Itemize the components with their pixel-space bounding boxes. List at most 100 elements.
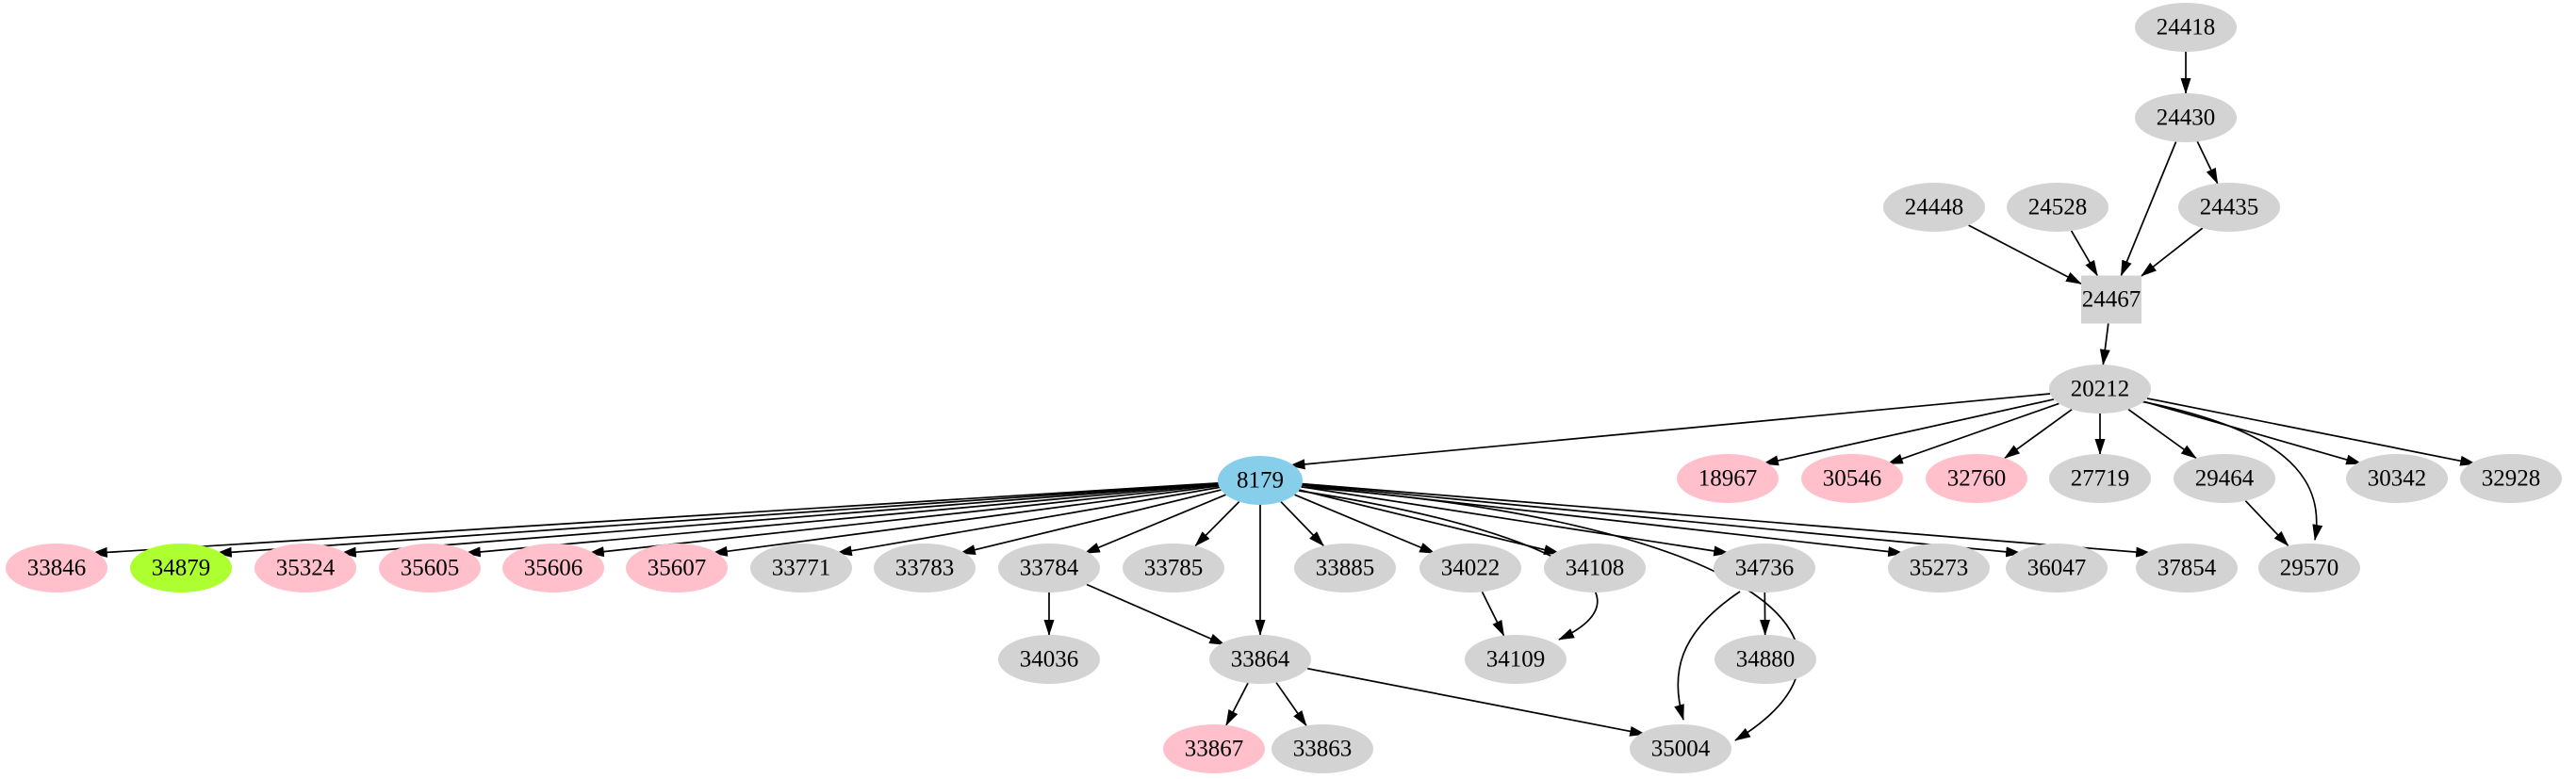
- node-label: 24448: [1905, 195, 1964, 220]
- node-24430: 24430: [2135, 93, 2237, 142]
- edge-24430-24467: [2120, 141, 2177, 277]
- node-shape: [130, 544, 232, 592]
- edge-8179-33783: [959, 489, 1222, 555]
- node-label: 35606: [524, 556, 583, 581]
- node-shape: [1544, 544, 1646, 592]
- node-label: 33867: [1185, 737, 1244, 762]
- node-shape: [1677, 454, 1779, 503]
- node-label: 30546: [1823, 466, 1882, 492]
- node-label: 34879: [152, 556, 211, 581]
- node-shape: [1714, 544, 1815, 592]
- node-shape: [2178, 183, 2280, 232]
- edge-33864-33867: [1225, 682, 1249, 726]
- node-shape: [1294, 544, 1396, 592]
- node-shape: [254, 544, 356, 592]
- edge-34022-34109: [1481, 591, 1505, 637]
- node-shape: [1715, 635, 1816, 684]
- node-shape: [2346, 454, 2448, 503]
- edge-20212-18967: [1762, 398, 2055, 466]
- edge-8179-33771: [835, 486, 1221, 557]
- node-label: 35605: [401, 556, 460, 581]
- edge-29464-29570: [2244, 500, 2289, 547]
- edge-8179-33785: [1194, 501, 1240, 547]
- node-shape: [1272, 724, 1373, 773]
- node-shape: [1218, 456, 1303, 505]
- node-label: 34022: [1441, 556, 1501, 581]
- edge-20212-29570: [2135, 399, 2323, 541]
- edge-8179-35606: [587, 483, 1219, 558]
- node-label: 32760: [1947, 466, 2007, 492]
- node-24418: 24418: [2135, 3, 2237, 52]
- node-shape: [2007, 183, 2108, 232]
- node-label: 33863: [1293, 737, 1353, 762]
- node-shape: [1209, 635, 1311, 684]
- node-shape: [1801, 454, 1903, 503]
- edge-8179-34022: [1294, 494, 1436, 555]
- node-shape: [2049, 454, 2151, 503]
- edge-8179-34736: [1301, 485, 1731, 557]
- node-shape: [2135, 93, 2237, 142]
- node-shape: [874, 544, 976, 592]
- node-32760: 32760: [1926, 454, 2027, 503]
- node-33785: 33785: [1123, 544, 1224, 592]
- node-34109: 34109: [1465, 635, 1567, 684]
- node-shape: [2174, 454, 2275, 503]
- node-label: 8179: [1237, 468, 1284, 494]
- node-shape: [2258, 544, 2360, 592]
- node-label: 33771: [772, 556, 831, 581]
- node-label: 34036: [1020, 647, 1079, 673]
- node-34036: 34036: [998, 635, 1100, 684]
- node-33863: 33863: [1272, 724, 1373, 773]
- node-32928: 32928: [2460, 454, 2562, 503]
- node-35004: 35004: [1630, 724, 1731, 773]
- edge-33864-35004: [1306, 667, 1647, 737]
- node-24448: 24448: [1883, 183, 1985, 232]
- node-20212: 20212: [2049, 365, 2151, 414]
- edge-24435-24467: [2141, 227, 2204, 277]
- node-label: 34880: [1736, 647, 1796, 673]
- edge-8179-33885: [1280, 501, 1324, 547]
- node-24435: 24435: [2178, 183, 2280, 232]
- node-label: 34736: [1735, 556, 1795, 581]
- edge-8179-35605: [464, 483, 1219, 558]
- edge-33784-33864: [1086, 583, 1226, 646]
- node-label: 24528: [2028, 195, 2088, 220]
- edge-8179-34108: [1299, 489, 1561, 555]
- node-label: 29570: [2280, 556, 2339, 581]
- node-shape: [502, 544, 604, 592]
- node-shape: [1419, 544, 1521, 592]
- node-label: 33783: [895, 556, 955, 581]
- node-label: 35607: [648, 556, 707, 581]
- node-shape: [1926, 454, 2027, 503]
- node-35273: 35273: [1888, 544, 1990, 592]
- node-label: 24430: [2157, 105, 2216, 131]
- node-shape: [1123, 544, 1224, 592]
- node-29570: 29570: [2258, 544, 2360, 592]
- edge-24467-20212: [2099, 323, 2110, 365]
- node-shape: [379, 544, 481, 592]
- edge-20212-32760: [2004, 409, 2073, 459]
- node-shape: [2136, 544, 2238, 592]
- edge-8179-36047: [1302, 483, 2023, 558]
- node-label: 35004: [1651, 737, 1711, 762]
- node-33784: 33784: [998, 544, 1100, 592]
- node-label: 34108: [1566, 556, 1625, 581]
- node-shape: [1888, 544, 1990, 592]
- node-label: 24418: [2157, 15, 2216, 41]
- node-label: 27719: [2071, 466, 2130, 492]
- edge-24430-24435: [2196, 140, 2219, 185]
- node-34736: 34736: [1714, 544, 1815, 592]
- node-33783: 33783: [874, 544, 976, 592]
- node-label: 29464: [2195, 466, 2255, 492]
- node-29464: 29464: [2174, 454, 2275, 503]
- edge-24528-24467: [2070, 230, 2098, 277]
- node-37854: 37854: [2136, 544, 2238, 592]
- node-label: 32928: [2482, 466, 2541, 492]
- node-shape: [750, 544, 852, 592]
- edge-20212-30342: [2143, 400, 2363, 465]
- node-33885: 33885: [1294, 544, 1396, 592]
- node-30546: 30546: [1801, 454, 1903, 503]
- node-35324: 35324: [254, 544, 356, 592]
